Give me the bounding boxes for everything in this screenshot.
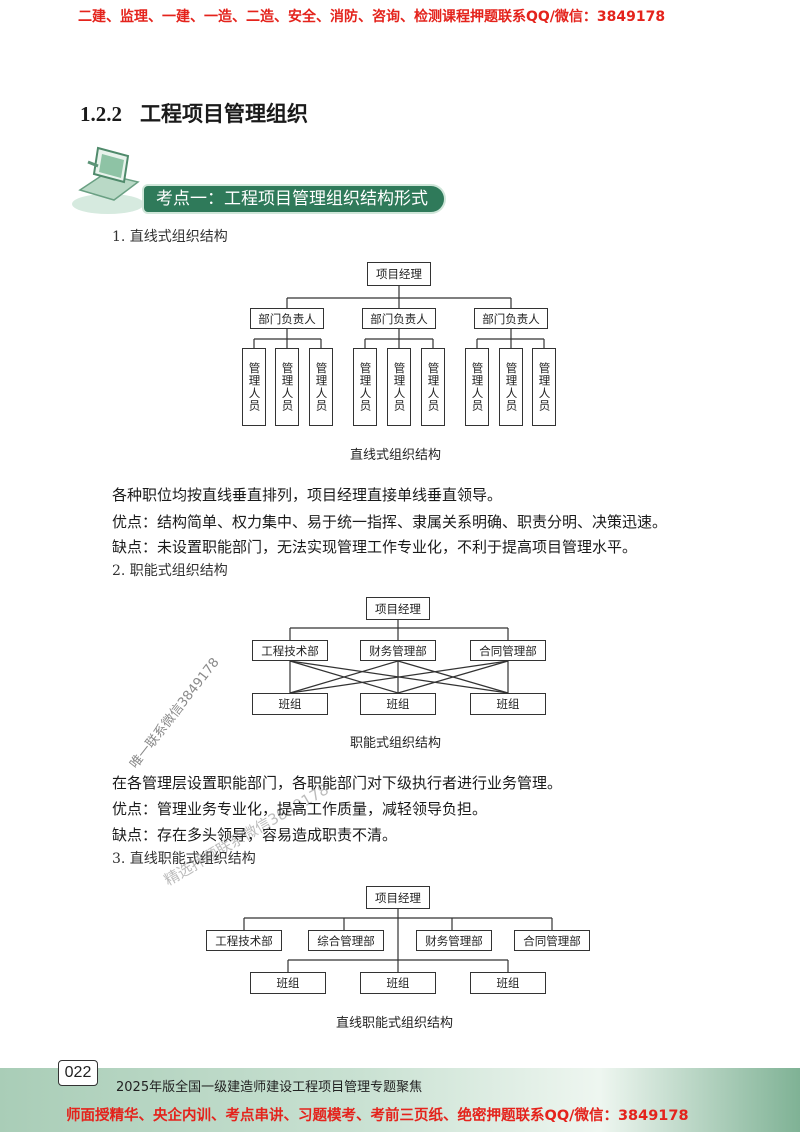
- functional-heading: 2. 职能式组织结构: [112, 563, 228, 579]
- department-box: 工程技术部: [206, 930, 282, 951]
- section-title: 1.2.2 工程项目管理组织: [80, 98, 308, 128]
- functional-cons: 缺点：存在多头领导，容易造成职责不清。: [112, 826, 398, 844]
- linear-pros: 优点：结构简单、权力集中、易于统一指挥、隶属关系明确、职责分明、决策迅速。: [112, 513, 668, 531]
- project-manager-box: 项目经理: [366, 886, 430, 909]
- department-box: 财务管理部: [360, 640, 436, 661]
- department-box: 合同管理部: [514, 930, 590, 951]
- functional-caption: 职能式组织结构: [350, 736, 442, 751]
- linear-functional-caption: 直线职能式组织结构: [336, 1016, 454, 1031]
- laptop-icon: [72, 146, 144, 214]
- staff-box: 管理人员: [242, 348, 266, 426]
- team-box: 班组: [360, 972, 436, 994]
- linear-functional-connectors: [243, 909, 553, 972]
- bottom-promo-banner: 师面授精华、央企内训、考点串讲、习题模考、考前三页纸、绝密押题联系QQ/微信：3…: [66, 1108, 689, 1124]
- team-box: 班组: [250, 972, 326, 994]
- kaodian-title: 考点一：工程项目管理组织结构形式: [144, 186, 444, 212]
- staff-box: 管理人员: [309, 348, 333, 426]
- linear-cons: 缺点：未设置职能部门，无法实现管理工作专业化，不利于提高项目管理水平。: [112, 538, 638, 556]
- top-promo-banner: 二建、监理、一建、一造、二造、安全、消防、咨询、检测课程押题联系QQ/微信：38…: [78, 9, 666, 25]
- functional-pros: 优点：管理业务专业化，提高工作质量，减轻领导负担。: [112, 800, 488, 818]
- section-title-text: 工程项目管理组织: [140, 101, 308, 126]
- linear-caption: 直线式组织结构: [350, 448, 442, 463]
- dept-head-box: 部门负责人: [362, 308, 436, 329]
- department-box: 综合管理部: [308, 930, 384, 951]
- project-manager-box: 项目经理: [366, 597, 430, 620]
- department-box: 财务管理部: [416, 930, 492, 951]
- linear-functional-heading: 3. 直线职能式组织结构: [112, 851, 256, 867]
- staff-box: 管理人员: [275, 348, 299, 426]
- project-manager-box: 项目经理: [367, 262, 431, 286]
- team-box: 班组: [470, 972, 546, 994]
- linear-description: 各种职位均按直线垂直排列，项目经理直接单线垂直领导。: [112, 486, 503, 504]
- team-box: 班组: [360, 693, 436, 715]
- dept-head-box: 部门负责人: [474, 308, 548, 329]
- book-title: 2025年版全国一级建造师建设工程项目管理专题聚焦: [116, 1080, 423, 1095]
- linear-heading: 1. 直线式组织结构: [112, 229, 228, 245]
- footer-band: [0, 1068, 800, 1132]
- staff-box: 管理人员: [421, 348, 445, 426]
- staff-box: 管理人员: [532, 348, 556, 426]
- functional-description: 在各管理层设置职能部门，各职能部门对下级执行者进行业务管理。: [112, 774, 563, 792]
- dept-head-box: 部门负责人: [250, 308, 324, 329]
- staff-box: 管理人员: [499, 348, 523, 426]
- section-number: 1.2.2: [80, 102, 122, 126]
- linear-chart: 项目经理 部门负责人 部门负责人 部门负责人 管理人员 管理人员 管理人员 管理…: [0, 0, 800, 470]
- page-number: 022: [58, 1060, 98, 1086]
- linear-connectors: [253, 286, 545, 348]
- staff-box: 管理人员: [387, 348, 411, 426]
- kaodian-header: 考点一：工程项目管理组织结构形式: [68, 142, 488, 222]
- functional-connectors: [289, 620, 509, 694]
- team-box: 班组: [252, 693, 328, 715]
- department-box: 工程技术部: [252, 640, 328, 661]
- team-box: 班组: [470, 693, 546, 715]
- staff-box: 管理人员: [465, 348, 489, 426]
- staff-box: 管理人员: [353, 348, 377, 426]
- department-box: 合同管理部: [470, 640, 546, 661]
